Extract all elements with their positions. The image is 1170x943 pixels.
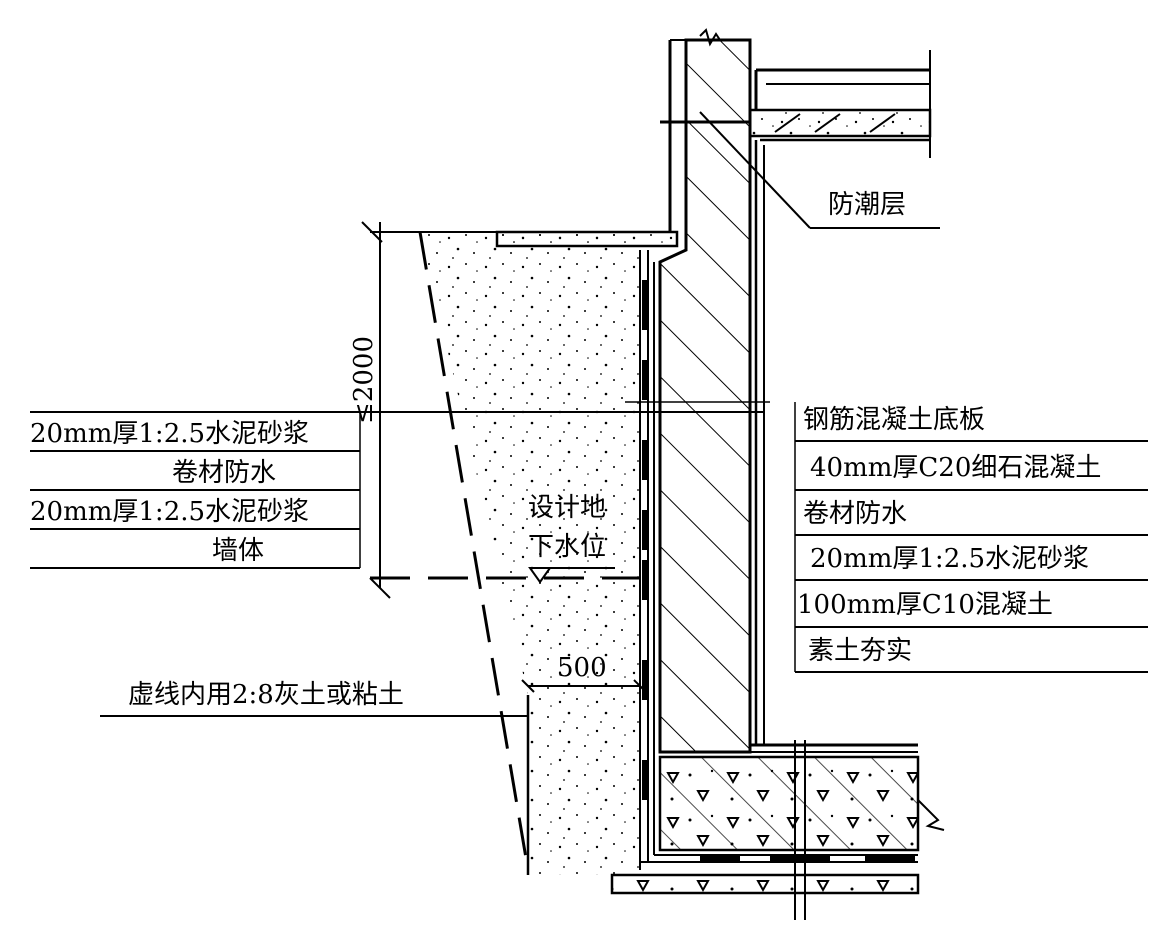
right-layer-4: 20mm厚1:2.5水泥砂浆 bbox=[810, 544, 1089, 574]
waterproof-layers bbox=[639, 140, 765, 870]
backfill-zone bbox=[418, 231, 640, 875]
left-layer-callout: 20mm厚1:2.5水泥砂浆 卷材防水 20mm厚1:2.5水泥砂浆 墙体 bbox=[30, 411, 765, 569]
left-layer-1: 20mm厚1:2.5水泥砂浆 bbox=[30, 419, 309, 449]
height-dimension: ≤2000 bbox=[349, 222, 391, 599]
right-layer-2: 40mm厚C20细石混凝土 bbox=[810, 453, 1101, 483]
wall-section bbox=[658, 28, 752, 754]
right-layer-callout: 钢筋混凝土底板 40mm厚C20细石混凝土 卷材防水 20mm厚1:2.5水泥砂… bbox=[625, 401, 1148, 673]
left-layer-3: 20mm厚1:2.5水泥砂浆 bbox=[30, 497, 309, 527]
width-dimension: 500 bbox=[521, 653, 647, 693]
right-layer-3: 卷材防水 bbox=[803, 499, 907, 529]
damp-proof-label: 防潮层 bbox=[828, 190, 906, 220]
right-layer-6: 素土夯实 bbox=[808, 636, 912, 666]
left-layer-2: 卷材防水 bbox=[172, 458, 276, 488]
damp-proof-leader bbox=[699, 111, 940, 229]
backfill-note-label: 虚线内用2:8灰土或粘土 bbox=[128, 680, 404, 710]
right-layer-5: 100mm厚C10混凝土 bbox=[797, 590, 1053, 620]
groundwater-label-2: 下水位 bbox=[528, 532, 606, 562]
right-layer-1: 钢筋混凝土底板 bbox=[803, 405, 985, 435]
groundwater-line: 设计地 下水位 bbox=[370, 493, 640, 584]
dim-height-label: ≤2000 bbox=[349, 336, 379, 424]
dim-width-label: 500 bbox=[557, 653, 607, 683]
backfill-note: 虚线内用2:8灰土或粘土 bbox=[100, 680, 528, 717]
ground-slab bbox=[361, 221, 679, 248]
groundwater-label-1: 设计地 bbox=[528, 493, 606, 523]
bottom-slab bbox=[610, 740, 945, 920]
upper-floor bbox=[686, 50, 932, 158]
left-layer-4: 墙体 bbox=[212, 536, 264, 566]
